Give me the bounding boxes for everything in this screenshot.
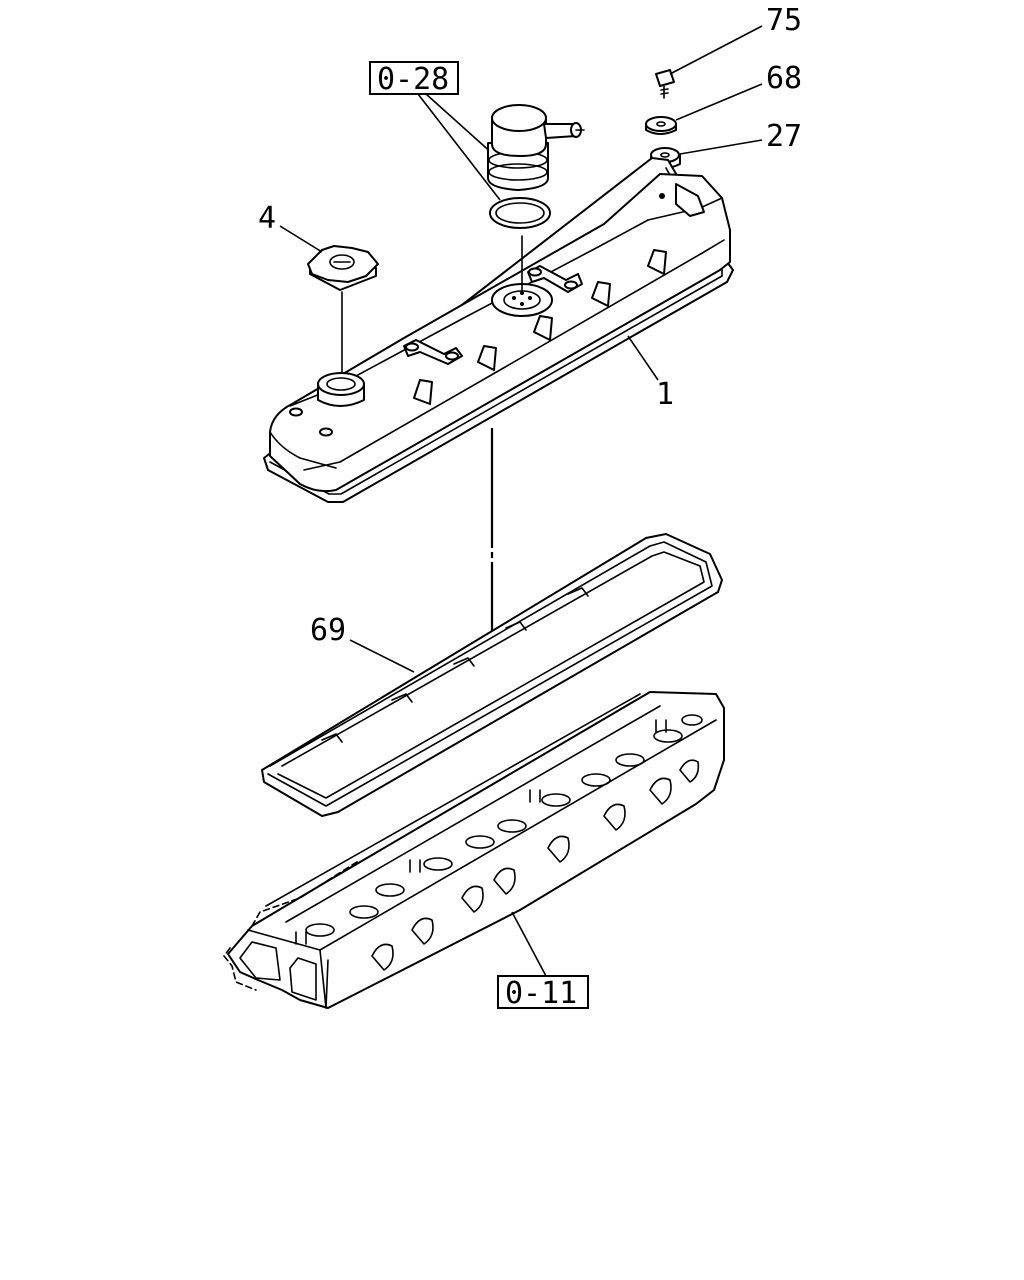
callout-27: 27 — [766, 119, 802, 154]
leader-1 — [627, 335, 659, 381]
oil-breather — [487, 104, 585, 191]
rocker-cover — [263, 157, 734, 503]
reference-box-0-11[interactable]: 0-11 — [497, 975, 589, 1011]
reference-label-0-28: 0-28 — [377, 62, 449, 97]
callout-1: 1 — [656, 377, 674, 412]
rocker-cover-gasket — [261, 533, 723, 817]
leader-0-11 — [511, 911, 547, 977]
callout-69: 69 — [310, 613, 346, 648]
leader-68 — [675, 83, 763, 121]
cylinder-head — [223, 691, 725, 1009]
reference-label-0-11: 0-11 — [505, 976, 577, 1011]
washer-68 — [645, 116, 677, 135]
o-ring — [489, 197, 551, 229]
leader-27 — [679, 139, 763, 155]
leader-4 — [279, 225, 323, 253]
callout-68: 68 — [766, 61, 802, 96]
oil-filler-cap — [307, 245, 379, 291]
callout-75: 75 — [766, 3, 802, 38]
callout-4: 4 — [258, 201, 276, 236]
leader-75 — [669, 25, 763, 75]
bolt-75 — [655, 69, 675, 99]
leader-0-28 — [417, 93, 501, 201]
leader-69 — [349, 639, 415, 673]
reference-box-0-28[interactable]: 0-28 — [369, 61, 459, 97]
